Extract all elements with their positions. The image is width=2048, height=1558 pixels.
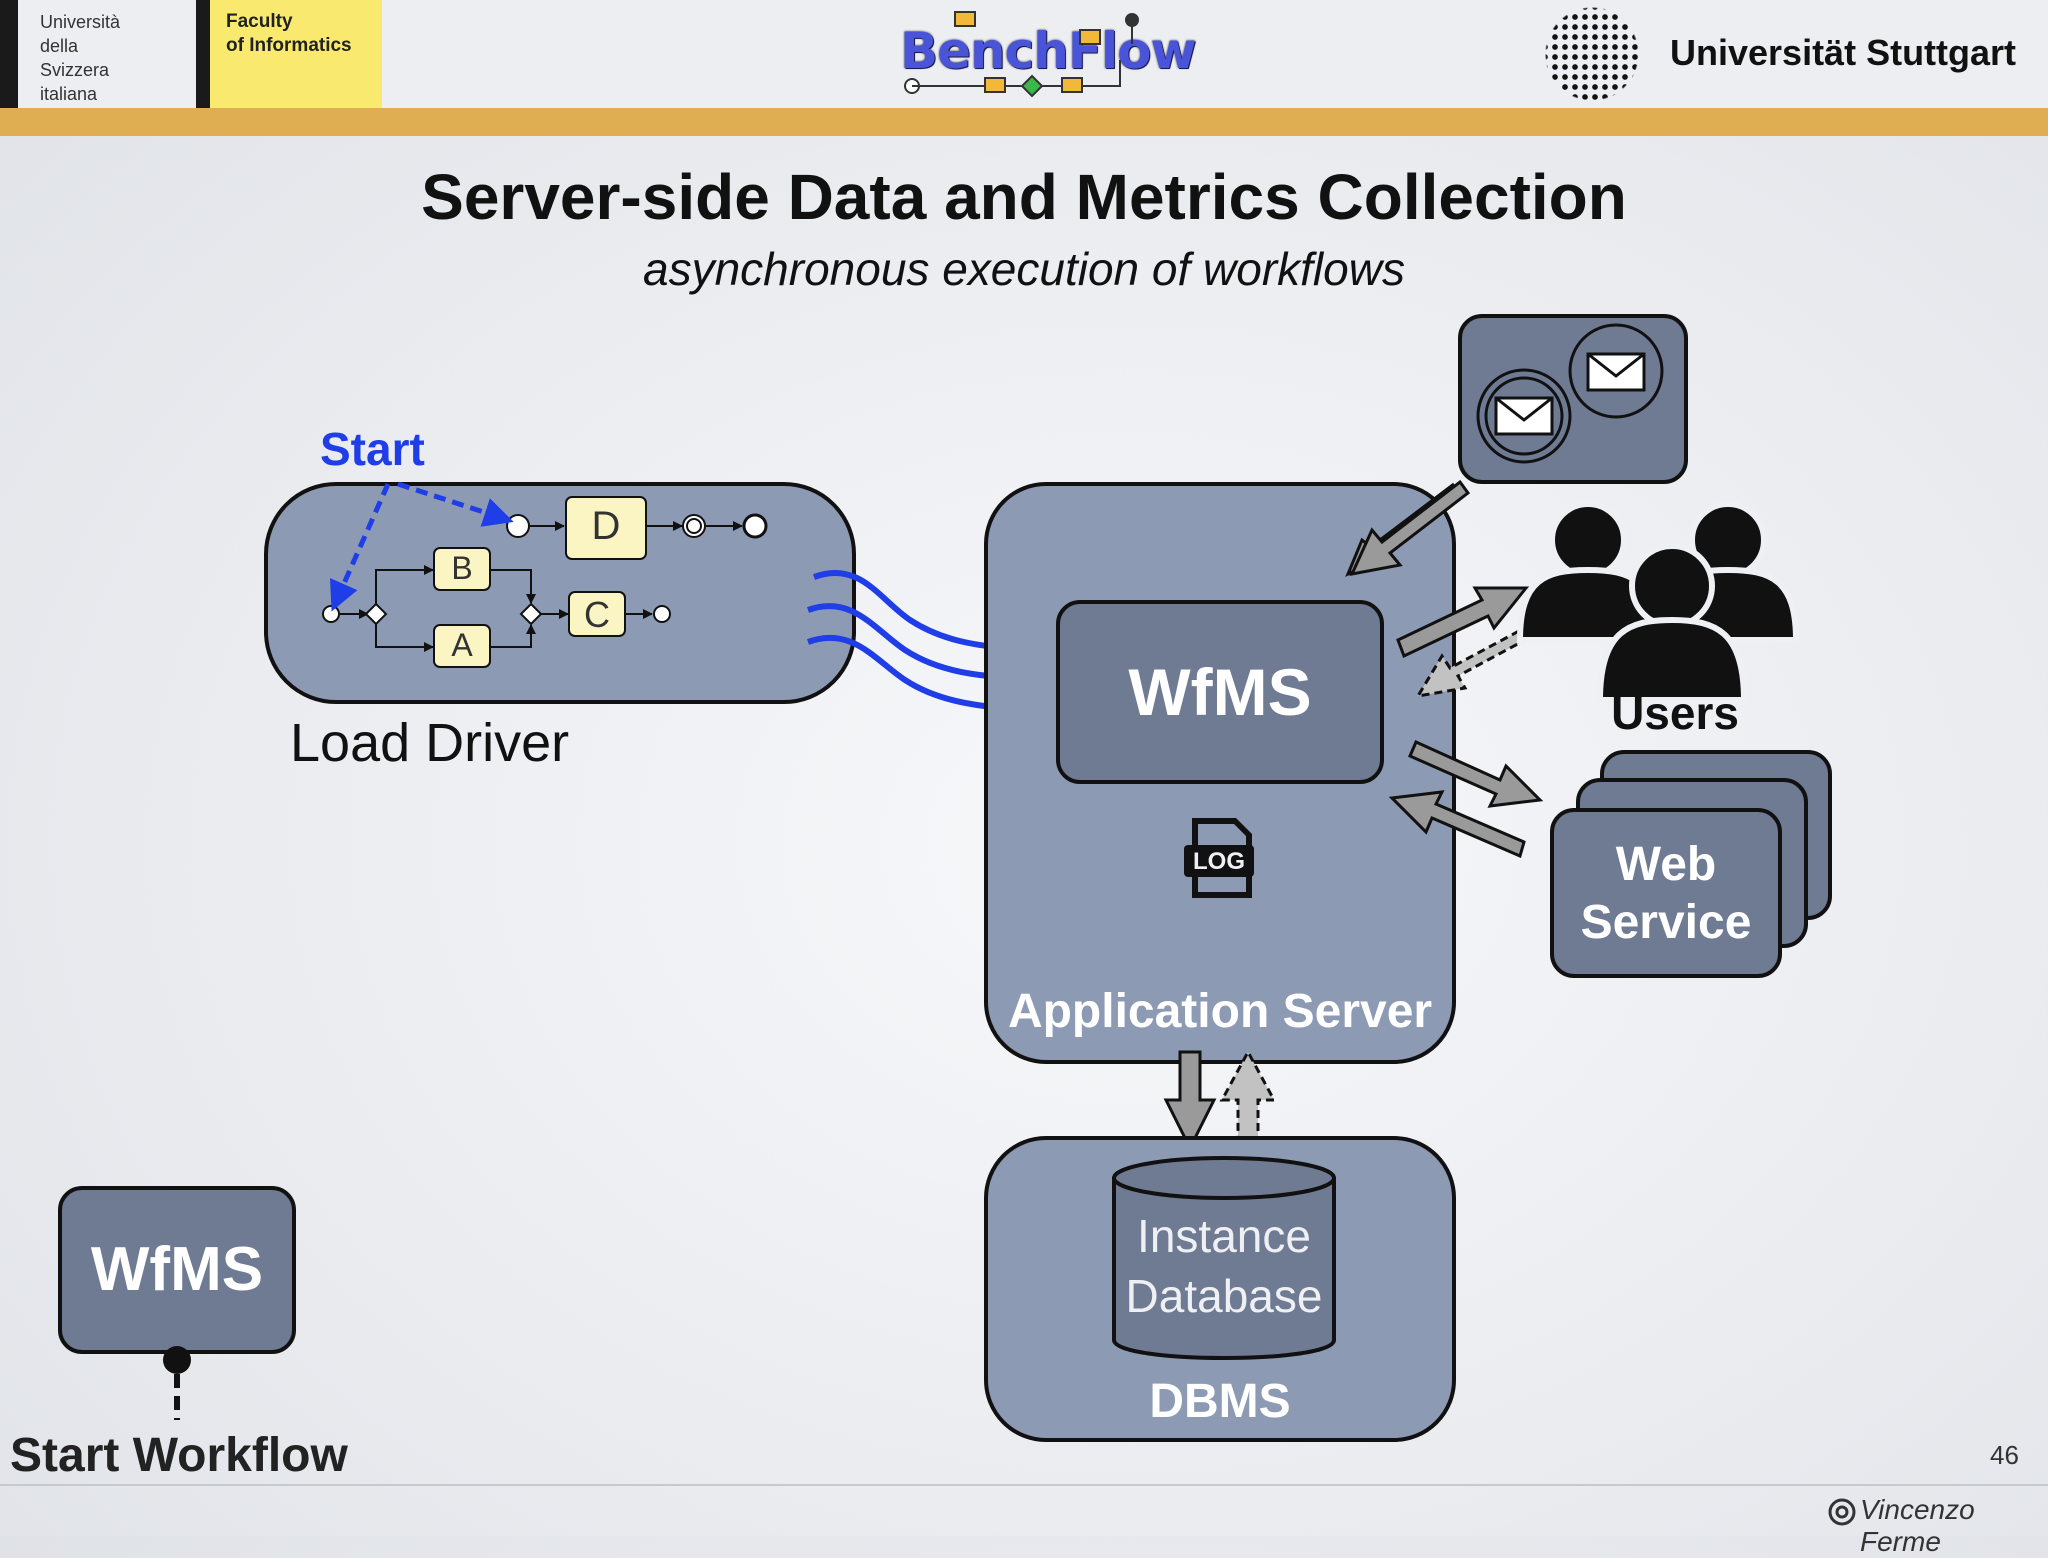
instance-database-label: Instance Database (1114, 1206, 1334, 1326)
load-driver-box (264, 482, 856, 704)
faculty-block: Faculty of Informatics (210, 0, 382, 108)
dbms-label: DBMS (1149, 1375, 1291, 1428)
wfms-label: WfMS (1128, 655, 1312, 729)
users-label: Users (1611, 687, 1739, 739)
benchflow-logo: BenchFlow (900, 22, 1197, 80)
envelope-icon (1476, 368, 1572, 464)
slide-header: Università della Svizzera italiana Facul… (0, 0, 2048, 108)
benchflow-logo-graphic (904, 11, 1139, 98)
usi-line: della (40, 36, 79, 56)
stuttgart-logo-icon (1540, 2, 1644, 106)
task-a-label: A (451, 627, 473, 663)
web-service-line: Web (1615, 838, 1717, 891)
db-read-arrow (1219, 1048, 1277, 1152)
log-file-icon (1184, 818, 1254, 898)
legend-connector-dot (163, 1346, 191, 1374)
author-credit: Vincenzo Ferme (1860, 1494, 1975, 1557)
faculty-text: Faculty of Informatics (226, 10, 352, 58)
slide-title: Server-side Data and Metrics Collection (421, 161, 1627, 233)
message-arrow (1345, 479, 1471, 578)
wfms-box (1056, 600, 1384, 784)
web-service-box (1550, 808, 1782, 978)
db-line: Database (1125, 1270, 1323, 1322)
webservice-request-arrow (1408, 740, 1544, 808)
application-server-label: Application Server (1007, 985, 1433, 1038)
users-icon (1516, 501, 1800, 703)
db-line: Instance (1137, 1210, 1311, 1262)
webservice-response-arrow (1388, 790, 1526, 859)
bpmn-process (322, 496, 768, 668)
university-name: Universität Stuttgart (1670, 32, 2017, 73)
accent-bar (0, 108, 2048, 136)
copyright-icon (1828, 1498, 1856, 1526)
legend-wfms-label: WfMS (90, 1235, 264, 1304)
log-label: LOG (1193, 848, 1245, 875)
faculty-line: Faculty (226, 11, 293, 32)
usi-line: Svizzera (40, 60, 110, 80)
web-service-label: Web Service (1552, 836, 1780, 952)
usi-line: Università (40, 12, 121, 32)
load-driver-label: Load Driver (290, 713, 570, 773)
task-c-label: C (584, 594, 610, 635)
web-service-line: Service (1580, 896, 1752, 949)
usi-color-block (0, 0, 18, 108)
page-number: 46 (1990, 1440, 2019, 1470)
header-separator (196, 0, 210, 108)
legend-start-workflow-label: Start Workflow (10, 1429, 348, 1482)
task-d-label: D (591, 504, 621, 548)
users-request-arrow (1396, 586, 1530, 659)
start-label: Start (320, 423, 425, 475)
db-write-arrow (1163, 1050, 1217, 1152)
footer-divider (0, 1484, 2048, 1486)
start-arrows (329, 481, 514, 612)
database-cylinder-icon (1112, 1156, 1336, 1360)
usi-logo-text: Università della Svizzera italiana (40, 10, 120, 106)
task-b-label: B (451, 550, 473, 586)
envelope-icon (1568, 323, 1664, 419)
usi-line: italiana (40, 84, 98, 104)
slide-subtitle: asynchronous execution of workflows (643, 243, 1405, 295)
faculty-line: of Informatics (226, 35, 352, 56)
